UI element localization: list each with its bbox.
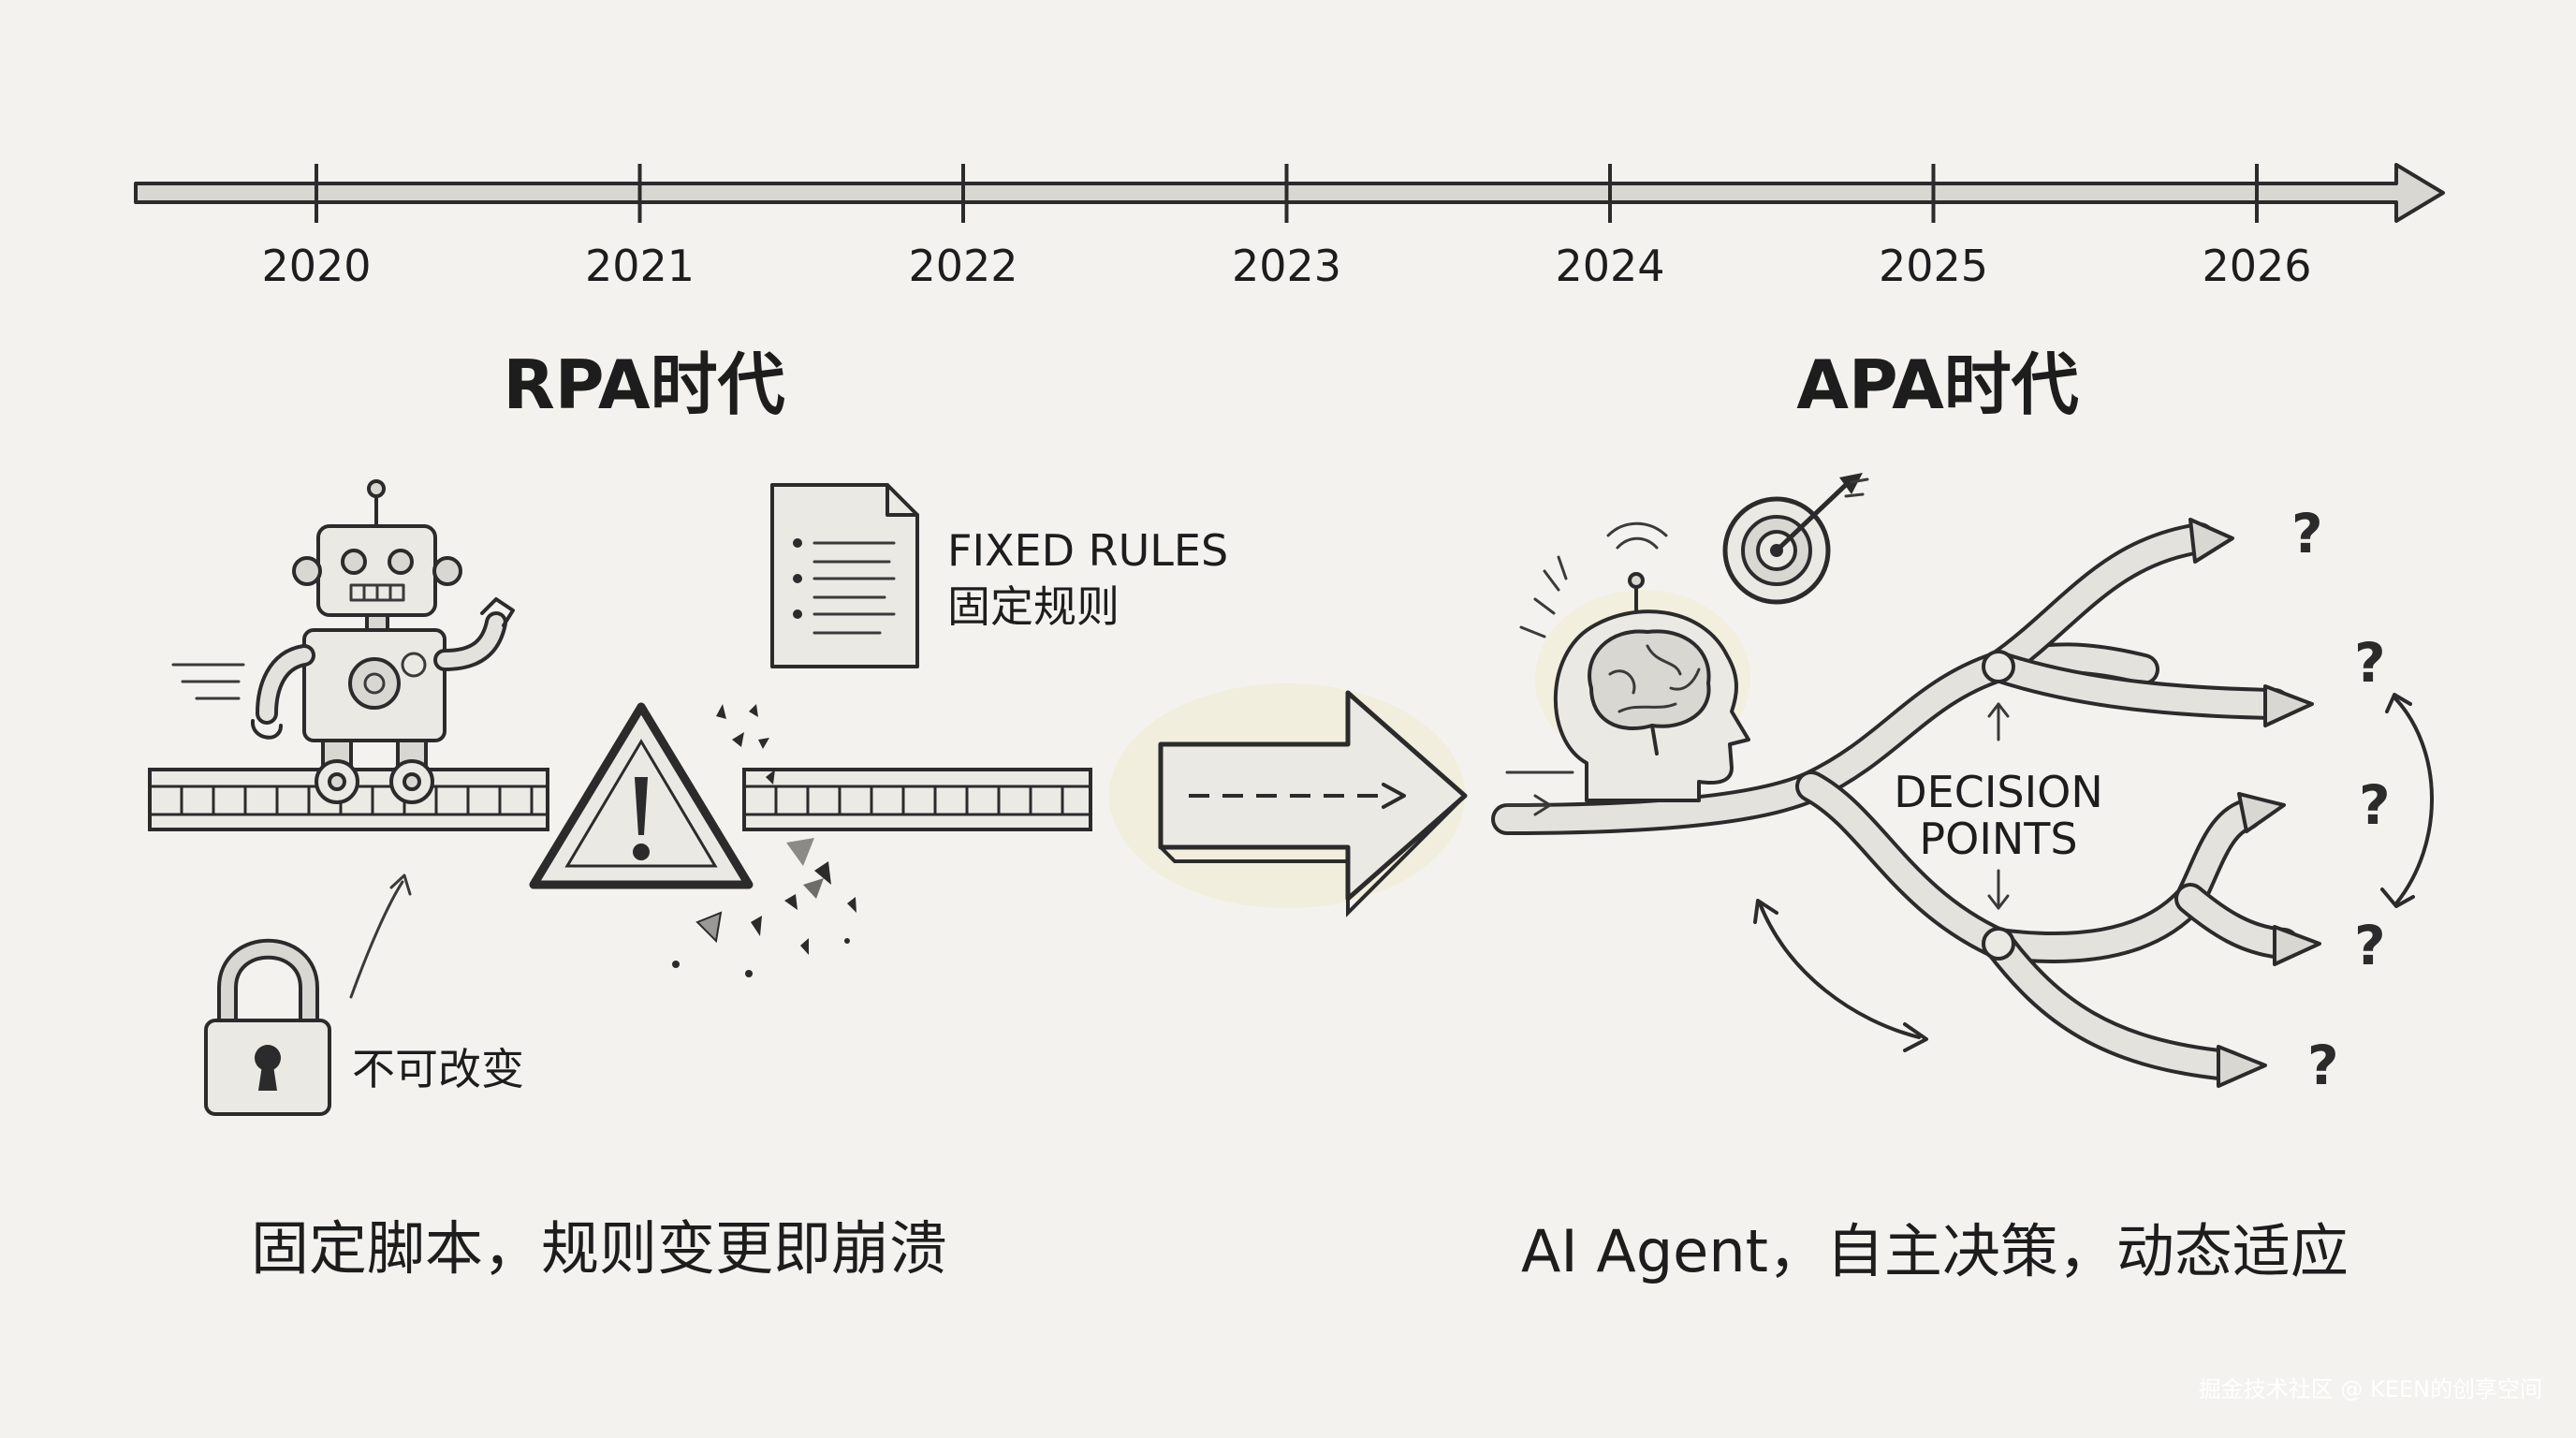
question-marks: ????? <box>2291 502 2391 1097</box>
arrowhead-5 <box>2217 1045 2267 1088</box>
timeline-year-label: 2026 <box>2202 241 2311 291</box>
rail-right <box>742 768 1092 831</box>
decision-node-upper <box>1982 650 2015 683</box>
decision-nodes <box>1982 650 2015 961</box>
warning-icon <box>529 702 754 889</box>
timeline-year-label: 2025 <box>1879 241 1988 291</box>
decision-label-line2: POINTS <box>1919 814 2077 864</box>
document-icon <box>770 483 919 668</box>
arrowhead-3 <box>2237 792 2286 833</box>
arrowhead-2 <box>2263 684 2314 727</box>
arrowhead-1 <box>2188 518 2234 564</box>
brain-head-icon <box>1519 521 1750 802</box>
lock-icon <box>204 938 331 1116</box>
path-arrowheads <box>2188 518 2321 1088</box>
timeline-arrow <box>134 163 2445 223</box>
rpa-era-title: RPA时代 <box>503 345 784 424</box>
timeline-year-label: 2023 <box>1232 241 1341 291</box>
lock-arrow <box>349 880 404 999</box>
target-icon <box>1722 473 1869 605</box>
question-mark: ? <box>2359 773 2391 837</box>
timeline-year-label: 2024 <box>1555 241 1664 291</box>
timeline-ticks <box>315 164 2259 223</box>
apa-era-title: APA时代 <box>1796 345 2079 424</box>
question-mark: ? <box>2291 502 2323 565</box>
decision-label-line1: DECISION <box>1894 767 2103 817</box>
fixed-rules-cn: 固定规则 <box>947 581 1120 632</box>
decision-paths <box>1491 522 2300 1081</box>
right-cycle-arrow <box>2393 696 2434 905</box>
robot-icon <box>171 479 515 804</box>
timeline-years: 2020 2021 2022 2023 2024 2025 2026 <box>261 241 2311 291</box>
timeline-year-label: 2021 <box>585 241 695 291</box>
decision-node-lower <box>1982 927 2015 961</box>
fixed-rules-en: FIXED RULES <box>947 525 1228 576</box>
bottom-cycle-arrow <box>1758 902 1921 1039</box>
timeline-year-label: 2022 <box>908 241 1017 291</box>
watermark: 掘金技术社区 @ KEEN的创享空间 <box>2199 1376 2542 1402</box>
debris <box>672 704 856 977</box>
timeline-year-label: 2020 <box>261 241 371 291</box>
transition-arrow-icon <box>1109 683 1468 917</box>
question-mark: ? <box>2354 914 2386 977</box>
lock-label: 不可改变 <box>352 1044 524 1094</box>
question-mark: ? <box>2354 631 2386 695</box>
arrowhead-4 <box>2273 925 2321 966</box>
apa-caption: AI Agent，自主决策，动态适应 <box>1521 1217 2349 1285</box>
question-mark: ? <box>2307 1034 2339 1097</box>
rpa-caption: 固定脚本，规则变更即崩溃 <box>251 1214 947 1283</box>
timeline: 2020 2021 2022 2023 2024 2025 2026 <box>134 163 2445 291</box>
